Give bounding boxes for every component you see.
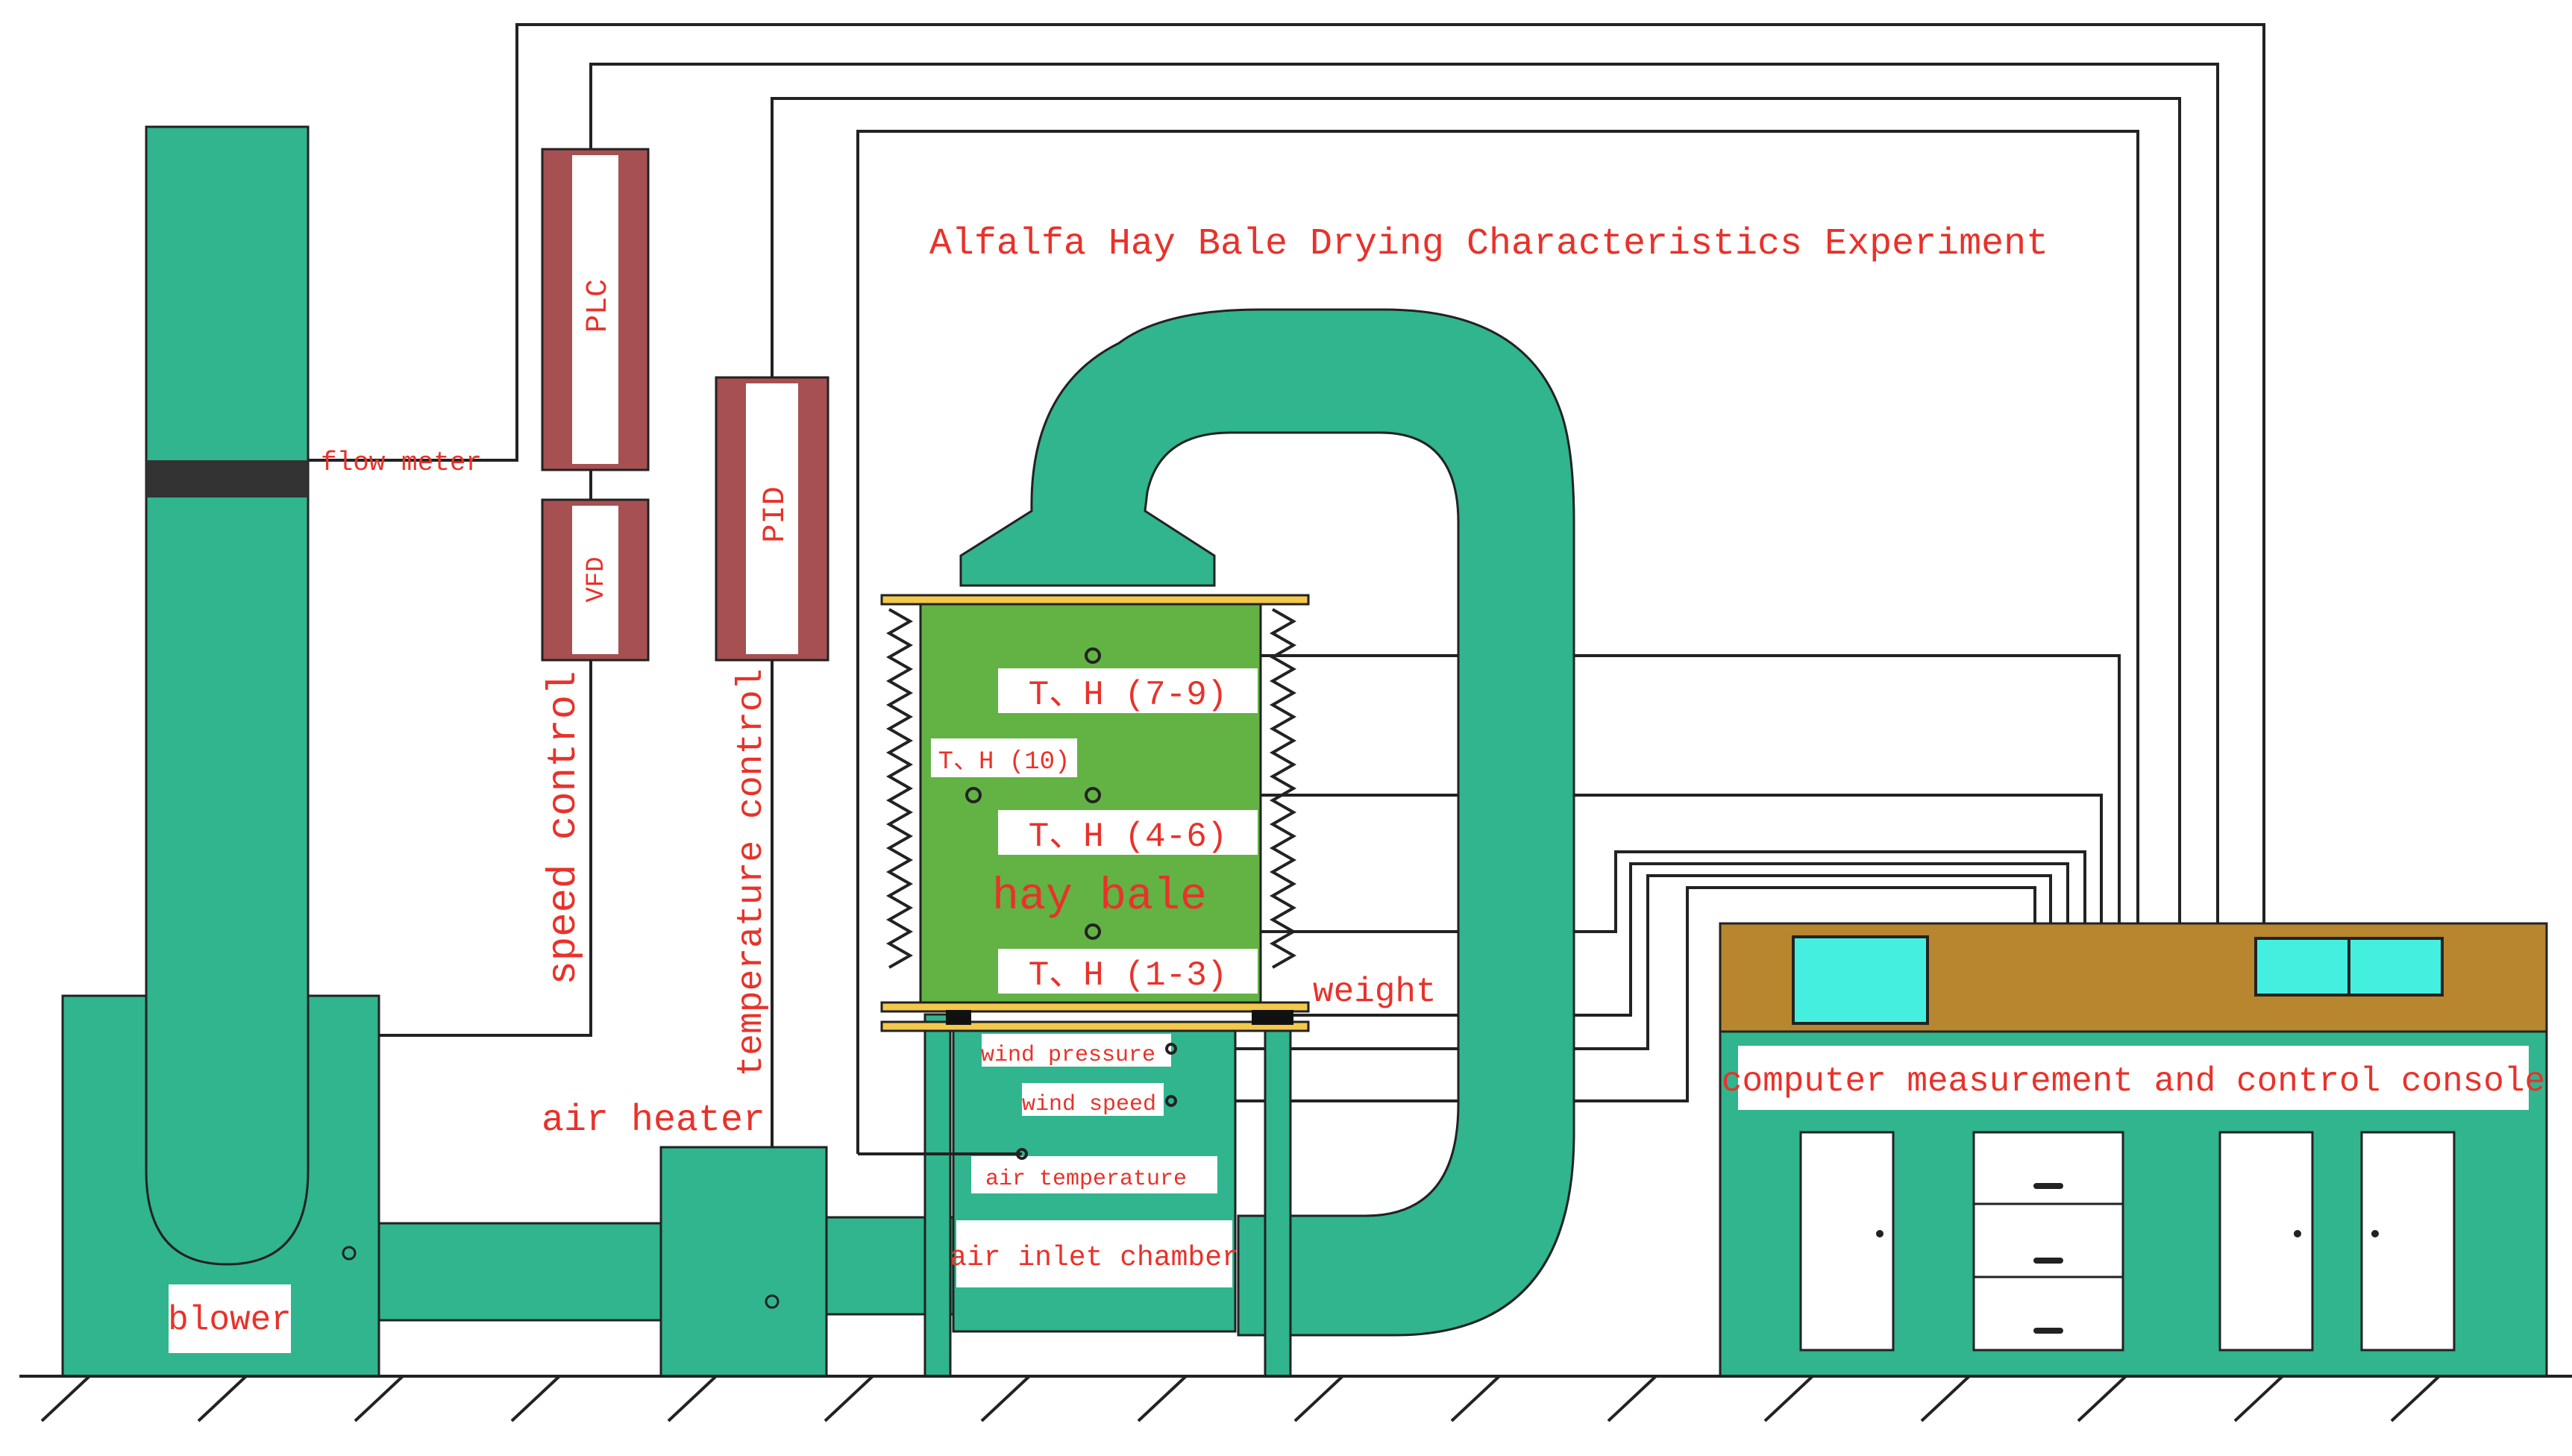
air-heater-label: air heater: [542, 1099, 765, 1142]
temperature-control-label: temperature control: [732, 668, 772, 1076]
blower-label: blower: [168, 1301, 292, 1340]
sensor-labels: T、H (7-9) T、H (10) T、H (4-6) T、H (1-3) h…: [931, 668, 1437, 1287]
blower-assembly: blower: [61, 125, 380, 1378]
heater-sensor-dot: [765, 1294, 780, 1309]
right-bellows: [1269, 608, 1297, 969]
load-cell-left: [946, 1010, 971, 1025]
speed-control-label: speed control: [542, 671, 587, 985]
th-1-3-label: T、H (1-3): [1029, 956, 1228, 995]
hay-bale: [919, 594, 1262, 1005]
blower-sensor-dot: [342, 1246, 357, 1261]
flow-meter-label: flow meter: [321, 448, 482, 478]
console-door-2: [2218, 1131, 2314, 1352]
console-drawer-2: [1972, 1202, 2124, 1278]
air-inlet-chamber-label: air inlet chamber: [950, 1242, 1239, 1274]
control-console: computer measurement and control console: [1719, 922, 2548, 1378]
plc-label: PLC: [582, 279, 615, 333]
sensor-dots: [965, 647, 1177, 1160]
diagram-title: Alfalfa Hay Bale Drying Characteristics …: [929, 223, 2048, 266]
vfd-controller: VFD: [541, 498, 650, 662]
plc-controller: PLC: [541, 148, 650, 471]
pid-label: PID: [757, 486, 793, 543]
air-temperature-label: air temperature: [985, 1167, 1187, 1192]
console-label-box: [1738, 1046, 2529, 1110]
console-drawer-3: [1972, 1275, 2124, 1352]
hay-bale-label: hay bale: [992, 872, 1207, 923]
pid-controller: PID: [715, 376, 829, 662]
console-door-1: [1799, 1131, 1895, 1352]
weight-label: weight: [1313, 973, 1437, 1011]
console-screen-1: [1792, 935, 1929, 1025]
upper-base-plate: [880, 1001, 1310, 1013]
ground-line: [19, 1375, 2572, 1422]
air-heater-box: [659, 1146, 828, 1378]
th-7-9-label: T、H (7-9): [1029, 676, 1228, 715]
lower-base-plate: [880, 1020, 1310, 1032]
wind-speed-label: wind speed: [1022, 1092, 1156, 1117]
console-door-3: [2360, 1131, 2456, 1352]
load-cell-right: [1252, 1010, 1293, 1025]
left-bellows: [885, 608, 914, 969]
console-label: computer measurement and control console: [1722, 1062, 2545, 1101]
wind-pressure-label: wind pressure: [981, 1043, 1155, 1068]
blower-label-box: [169, 1284, 291, 1353]
vfd-label: VFD: [583, 556, 611, 602]
blower-stack: [145, 125, 310, 1266]
duct-blower-heater: [377, 1222, 662, 1322]
top-plate: [880, 594, 1310, 606]
return-duct: [959, 308, 1575, 1337]
th-4-6-label: T、H (4-6): [1029, 818, 1228, 856]
th-10-label: T、H (10): [938, 748, 1070, 776]
flow-meter-band: [146, 460, 308, 498]
console-drawer-1: [1972, 1131, 2124, 1205]
